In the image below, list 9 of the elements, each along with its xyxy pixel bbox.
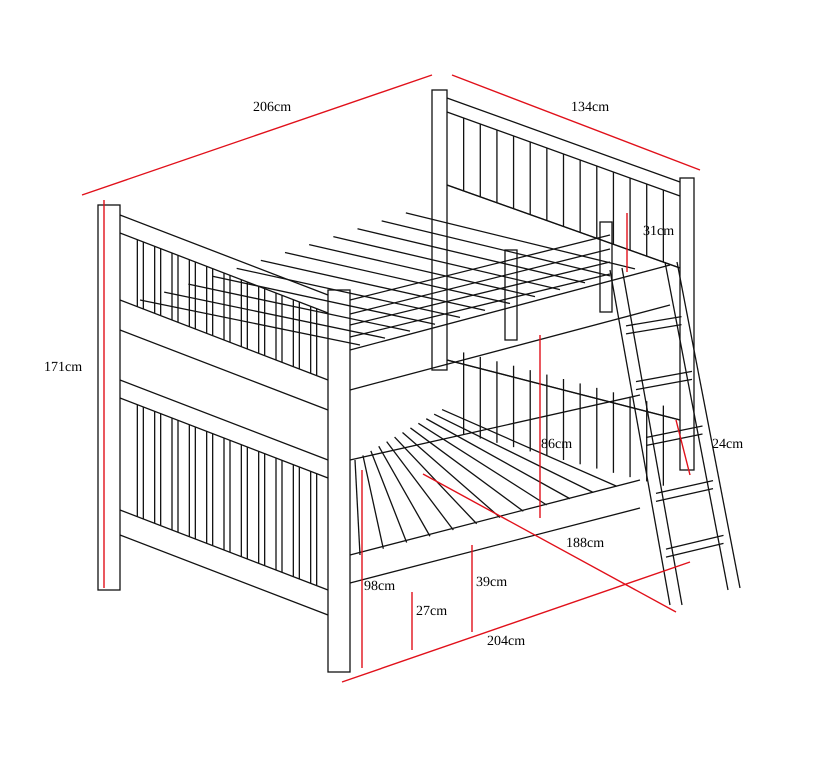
dimension-label: 39cm bbox=[476, 576, 508, 590]
dimension-label: 206cm bbox=[253, 101, 292, 115]
dimension-label: 134cm bbox=[571, 101, 610, 115]
dimension-label: 171cm bbox=[44, 361, 82, 375]
dimension-label: 24cm bbox=[712, 438, 744, 452]
dimension-label: 27cm bbox=[416, 605, 448, 619]
dimension-label: 98cm bbox=[364, 580, 396, 594]
dimension-label: 204cm bbox=[487, 635, 526, 649]
dimension-label: 188cm bbox=[566, 537, 604, 551]
